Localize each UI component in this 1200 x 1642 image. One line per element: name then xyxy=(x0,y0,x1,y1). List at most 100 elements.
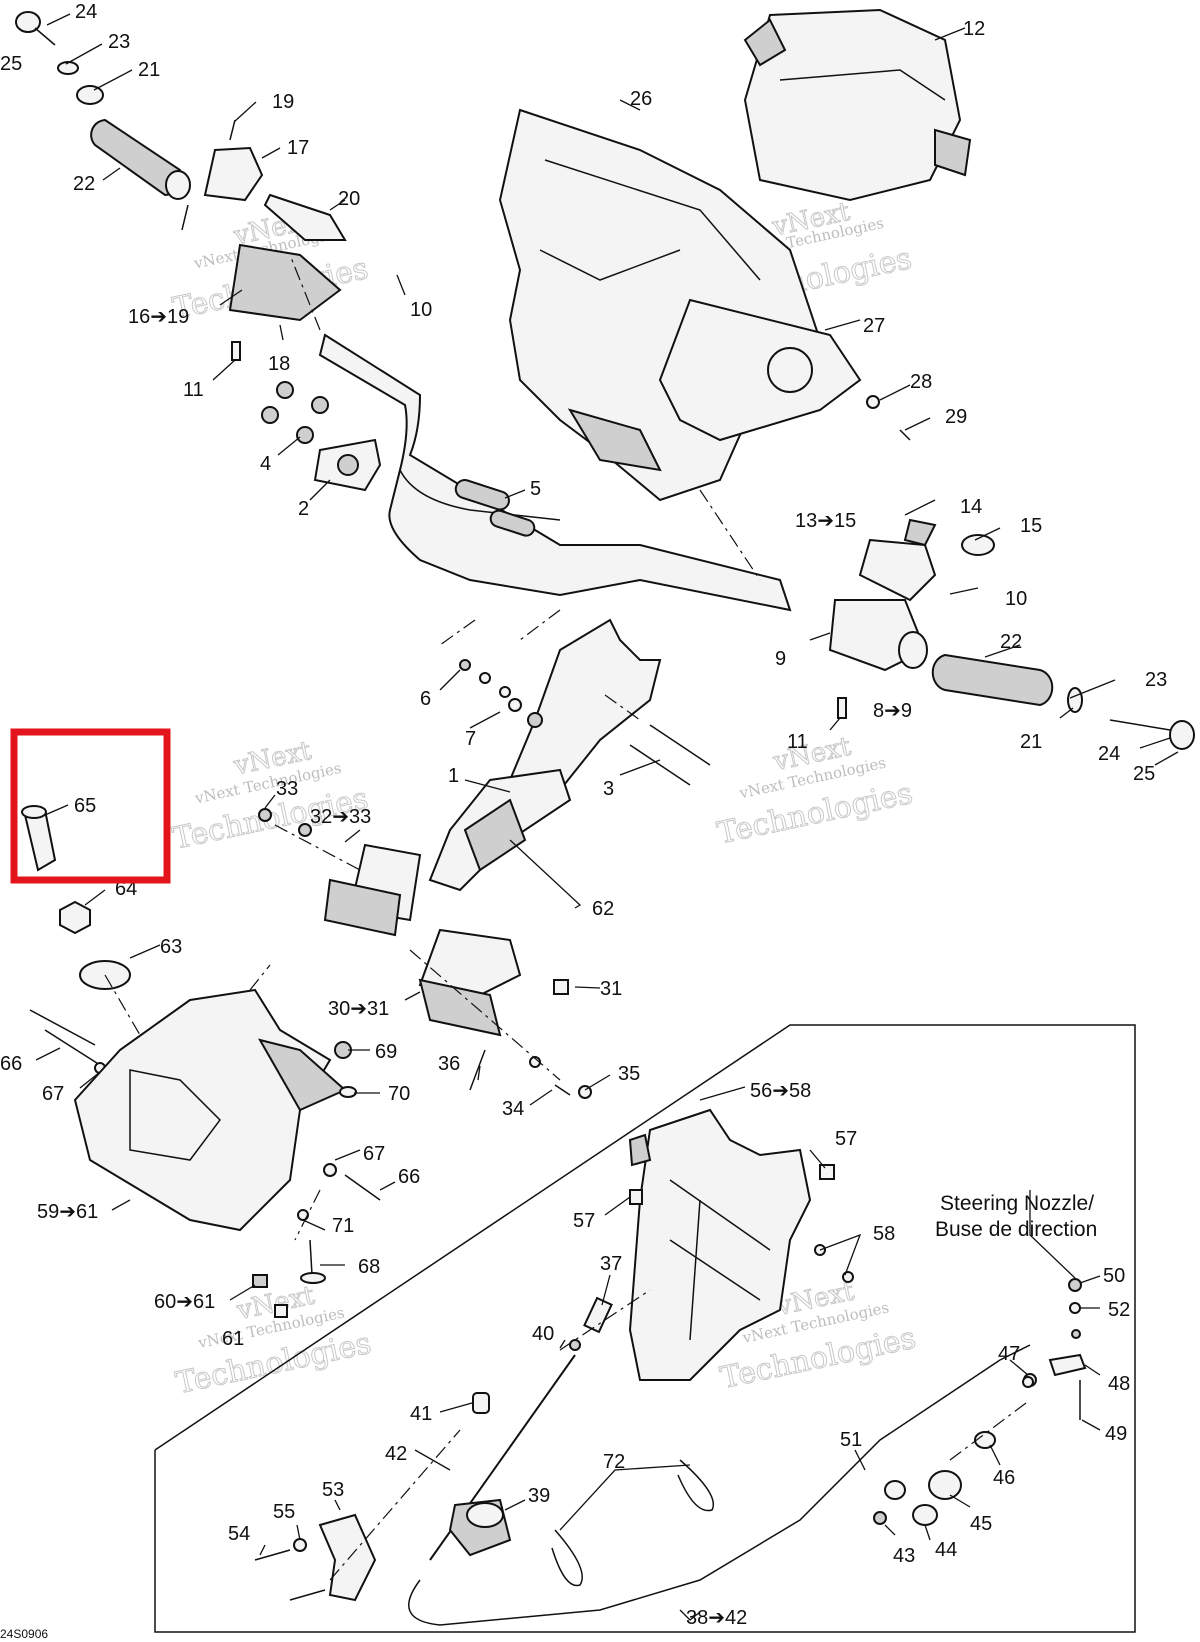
label-61: 61 xyxy=(222,1328,244,1350)
label-31: 31 xyxy=(600,978,622,1000)
label-65: 65 xyxy=(74,795,96,817)
clamp-plate-2 xyxy=(313,438,382,492)
cable-end-37-40-41 xyxy=(472,1296,613,1414)
label-1: 1 xyxy=(448,765,459,787)
label-57-right: 57 xyxy=(835,1128,857,1150)
watermark-mid-left: vNext Technologies vNext Technologies xyxy=(169,735,371,857)
steering-nozzle-label: Steering Nozzle/ xyxy=(940,1192,1094,1215)
label-25-right: 25 xyxy=(1133,763,1155,785)
highlight-box xyxy=(10,728,171,884)
storage-cover-12 xyxy=(743,8,972,202)
label-57-left: 57 xyxy=(573,1210,595,1232)
label-44: 44 xyxy=(935,1539,957,1561)
label-16-19: 16➔19 xyxy=(128,306,189,328)
label-45: 45 xyxy=(970,1513,992,1535)
part-labels: 24 25 23 21 22 19 17 20 10 16➔19 18 11 4… xyxy=(0,1,1167,1641)
label-10-right: 10 xyxy=(1005,588,1027,610)
label-37: 37 xyxy=(600,1253,622,1275)
label-18: 18 xyxy=(268,353,290,375)
fittings-43-46 xyxy=(873,1431,996,1526)
label-56-58: 56➔58 xyxy=(750,1080,811,1102)
sub-assembly-frame xyxy=(154,1024,1136,1633)
label-66-left: 66 xyxy=(0,1053,22,1075)
label-8-9: 8➔9 xyxy=(873,700,912,722)
label-60-61: 60➔61 xyxy=(154,1291,215,1313)
parts-68-71 xyxy=(252,1209,326,1318)
label-71: 71 xyxy=(332,1215,354,1237)
fitting-39 xyxy=(448,1498,512,1557)
label-38-42: 38➔42 xyxy=(686,1607,747,1629)
label-47: 47 xyxy=(998,1343,1020,1365)
label-67-left: 67 xyxy=(42,1083,64,1105)
ties-72 xyxy=(551,1459,714,1587)
label-11: 11 xyxy=(183,379,204,401)
steering-nozzle-label-fr: Buse de direction xyxy=(935,1218,1097,1241)
label-15: 15 xyxy=(1020,515,1042,537)
label-42: 42 xyxy=(385,1443,407,1465)
right-grip-assembly xyxy=(931,653,1195,750)
label-28: 28 xyxy=(910,371,932,393)
label-10: 10 xyxy=(410,299,432,321)
label-2: 2 xyxy=(298,498,309,520)
label-22-right: 22 xyxy=(1000,631,1022,653)
label-29: 29 xyxy=(945,406,967,428)
parts-67-66-right xyxy=(323,1163,381,1201)
left-grip-assembly xyxy=(15,11,191,200)
left-switch-housing xyxy=(181,119,347,361)
bolts-3 xyxy=(629,724,711,786)
lower-cover-27 xyxy=(658,298,862,442)
label-25: 25 xyxy=(0,53,22,75)
label-55: 55 xyxy=(273,1501,295,1523)
label-67-right: 67 xyxy=(363,1143,385,1165)
label-53: 53 xyxy=(322,1479,344,1501)
label-66-right: 66 xyxy=(398,1166,420,1188)
label-4: 4 xyxy=(260,453,271,475)
label-7: 7 xyxy=(465,728,476,750)
housing-59 xyxy=(73,988,347,1232)
label-62: 62 xyxy=(592,898,614,920)
steering-nozzle-end xyxy=(1022,1278,1087,1420)
label-52: 52 xyxy=(1108,1299,1130,1321)
label-39: 39 xyxy=(528,1485,550,1507)
nut-64 xyxy=(59,900,91,935)
bolts-6-7 xyxy=(459,659,543,728)
bracket-56 xyxy=(628,1108,854,1381)
label-21-right: 21 xyxy=(1020,731,1042,753)
support-32 xyxy=(258,808,422,937)
label-9: 9 xyxy=(775,648,786,670)
label-23: 23 xyxy=(108,31,130,53)
nuts-4 xyxy=(261,381,329,444)
label-19: 19 xyxy=(272,91,294,113)
right-switch-housing xyxy=(828,518,995,719)
watermark-mid-right: vNext Technologies vNext Technologies xyxy=(714,731,916,852)
label-27: 27 xyxy=(863,315,885,337)
label-23-right: 23 xyxy=(1145,669,1167,691)
bolts-34-36 xyxy=(469,1049,592,1099)
assembly-lines xyxy=(104,254,1031,1581)
bracket-53-bolts-54-55 xyxy=(254,1513,377,1602)
bolts-66-67-left xyxy=(29,1009,106,1074)
label-59-61: 59➔61 xyxy=(37,1201,98,1223)
label-26: 26 xyxy=(630,88,652,110)
label-30-31: 30➔31 xyxy=(328,998,389,1020)
support-30 xyxy=(418,928,569,1037)
label-3: 3 xyxy=(603,778,614,800)
figure-code: 24S0906 xyxy=(0,1627,48,1641)
label-50: 50 xyxy=(1103,1265,1125,1287)
label-43: 43 xyxy=(893,1545,915,1567)
washer-28 xyxy=(866,395,880,409)
label-21: 21 xyxy=(138,59,160,81)
label-48: 48 xyxy=(1108,1373,1130,1395)
label-54: 54 xyxy=(228,1523,250,1545)
label-68: 68 xyxy=(358,1256,380,1278)
steering-column-1 xyxy=(428,618,662,892)
label-51: 51 xyxy=(840,1429,862,1451)
label-35: 35 xyxy=(618,1063,640,1085)
label-6: 6 xyxy=(420,688,431,710)
label-36: 36 xyxy=(438,1053,460,1075)
leader-lines xyxy=(35,13,1179,1621)
label-58: 58 xyxy=(873,1223,895,1245)
label-69: 69 xyxy=(375,1041,397,1063)
label-72: 72 xyxy=(603,1451,625,1473)
